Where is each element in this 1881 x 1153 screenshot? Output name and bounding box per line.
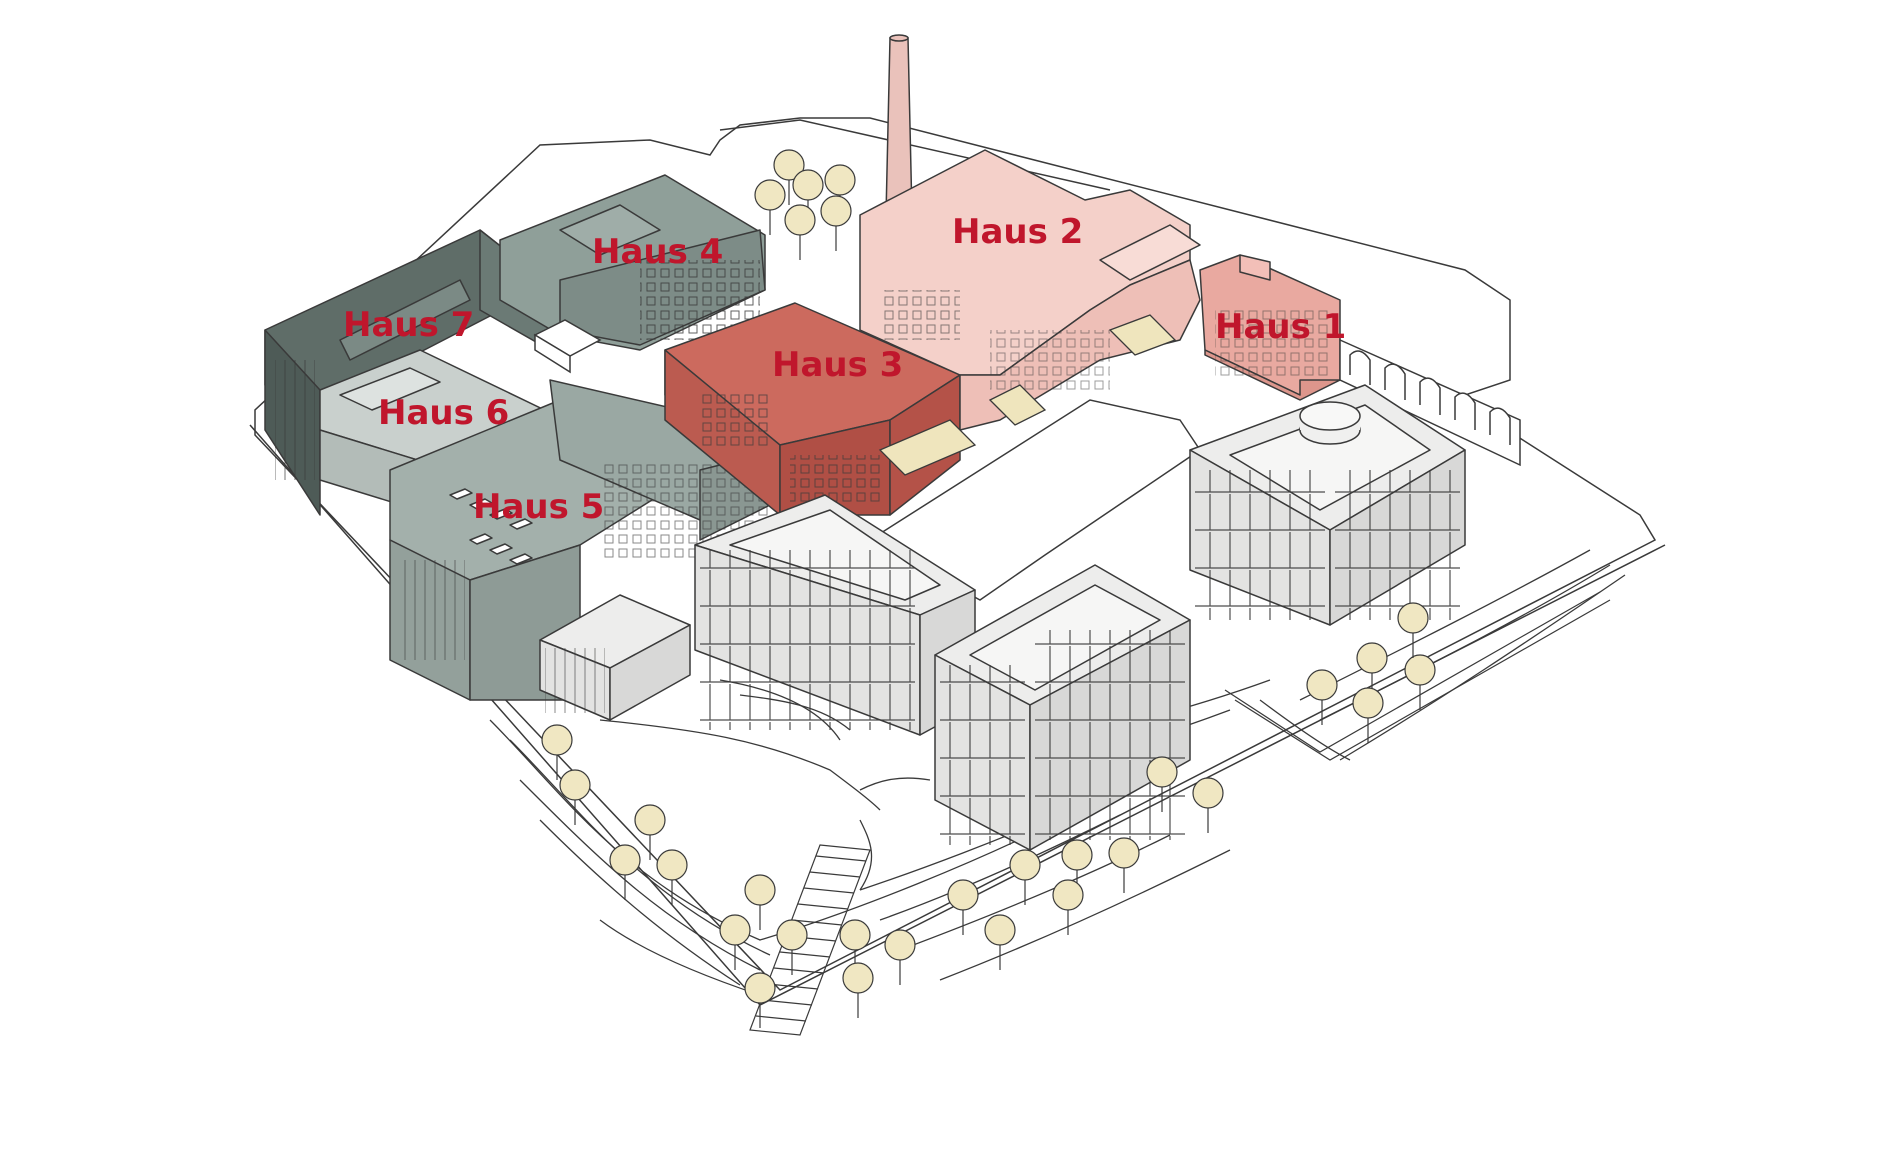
tree-icon bbox=[559, 769, 591, 825]
building-haus-7 bbox=[264, 229, 551, 516]
tree-icon bbox=[754, 179, 786, 235]
tree-icon bbox=[744, 874, 776, 930]
tree-icon bbox=[820, 195, 852, 251]
label-haus-1: Haus 1 bbox=[1215, 307, 1346, 347]
arcade-wall bbox=[1339, 338, 1521, 467]
building-haus-4 bbox=[499, 174, 766, 351]
tree-icon bbox=[784, 204, 816, 260]
tree-icon bbox=[1404, 654, 1436, 710]
label-haus-3: Haus 3 bbox=[772, 345, 903, 385]
tree-icon bbox=[947, 879, 979, 935]
tree-icon bbox=[1356, 642, 1388, 698]
label-haus-2: Haus 2 bbox=[952, 212, 1083, 252]
tree-icon bbox=[776, 919, 808, 975]
label-haus-4: Haus 4 bbox=[592, 232, 723, 272]
tree-icon bbox=[1352, 687, 1384, 743]
building-annex bbox=[533, 319, 602, 374]
tree-icon bbox=[744, 972, 776, 1028]
chimney bbox=[885, 34, 913, 216]
tree-icon bbox=[634, 804, 666, 860]
building-haus-3 bbox=[664, 302, 961, 516]
label-haus-6: Haus 6 bbox=[378, 393, 509, 433]
building-labels: Haus 2 Haus 4 Haus 1 Haus 7 Haus 3 Haus … bbox=[343, 212, 1346, 527]
tree-icon bbox=[719, 914, 751, 970]
tree-icon bbox=[984, 914, 1016, 970]
canopies bbox=[878, 314, 1177, 476]
tree-icon bbox=[839, 919, 871, 975]
tree-icon bbox=[541, 724, 573, 780]
new-building-c bbox=[1189, 384, 1466, 626]
trees bbox=[541, 149, 1436, 1028]
tree-icon bbox=[1397, 602, 1429, 658]
tree-icon bbox=[656, 849, 688, 905]
tree-icon bbox=[1146, 756, 1178, 812]
tree-icon bbox=[609, 844, 641, 900]
tree-icon bbox=[842, 962, 874, 1018]
building-haus-5 bbox=[389, 379, 781, 701]
tree-icon bbox=[884, 929, 916, 985]
tree-icon bbox=[1108, 837, 1140, 893]
building-haus-1 bbox=[1199, 254, 1341, 401]
tree-icon bbox=[1192, 777, 1224, 833]
new-building-b bbox=[934, 564, 1191, 851]
tree-icon bbox=[1306, 669, 1338, 725]
pavilion bbox=[539, 594, 691, 721]
tree-icon bbox=[1052, 879, 1084, 935]
garden-stairs bbox=[749, 591, 1611, 1036]
label-haus-7: Haus 7 bbox=[343, 305, 474, 345]
tree-icon bbox=[773, 149, 805, 205]
label-haus-5: Haus 5 bbox=[473, 487, 604, 527]
tree-icon bbox=[1009, 849, 1041, 905]
